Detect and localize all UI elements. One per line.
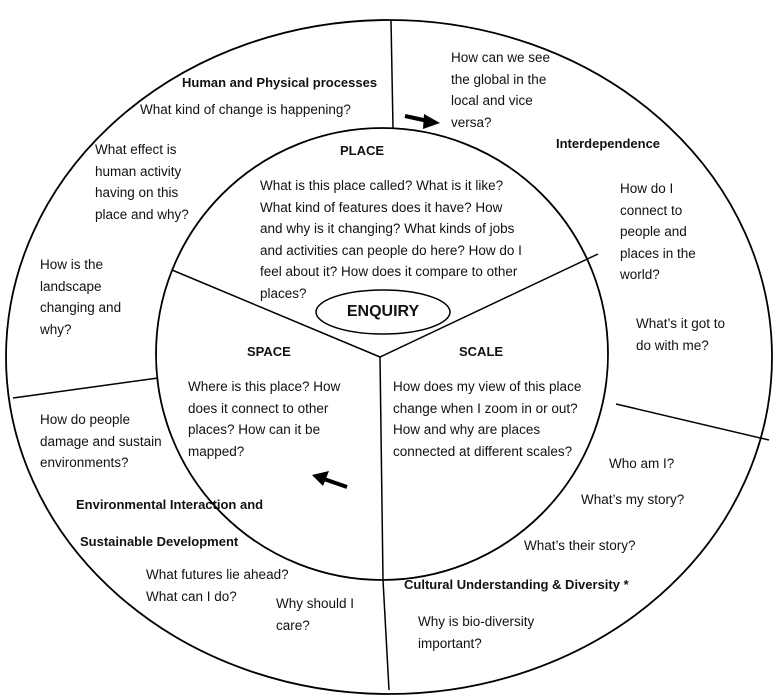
place-title: PLACE: [340, 143, 385, 158]
environmental-q3: Why should I care?: [276, 596, 355, 633]
divider-right-outer: [615, 403, 770, 441]
human-physical-title: Human and Physical processes: [182, 75, 378, 90]
arrow-left-icon: [312, 471, 348, 489]
scale-title: SCALE: [459, 344, 504, 359]
divider-left-outer: [12, 377, 159, 399]
interdependence-q1: How can we see the global in the local a…: [451, 50, 551, 130]
arrow-right-icon: [404, 114, 440, 129]
interdependence-q3: What’s it got to do with me?: [636, 316, 726, 353]
divider-bottom-outer: [382, 579, 390, 691]
interdependence-q2: How do I connect to people and places in…: [620, 181, 696, 282]
environmental-title-line2: Sustainable Development: [80, 534, 239, 549]
enquiry-oval: [315, 289, 451, 335]
scale-questions: How does my view of this place change wh…: [393, 379, 582, 459]
divider-inner-bottom: [379, 356, 384, 581]
space-title: SPACE: [247, 344, 291, 359]
place-questions: What is this place called? What is it li…: [260, 178, 522, 301]
inner-circle: [155, 127, 609, 581]
divider-top-outer: [390, 19, 394, 129]
human-physical-q2: What effect is human activity having on …: [95, 142, 189, 222]
human-physical-q1: What kind of change is happening?: [140, 102, 351, 117]
cultural-q2: What’s my story?: [581, 492, 685, 507]
divider-inner-right: [379, 253, 599, 358]
interdependence-title: Interdependence: [556, 136, 661, 151]
cultural-q1: Who am I?: [609, 456, 675, 471]
human-physical-q3: How is the landscape changing and why?: [40, 257, 122, 337]
cultural-title: Cultural Understanding & Diversity *: [404, 577, 629, 592]
divider-inner-left: [171, 269, 381, 358]
outer-circle: [5, 19, 773, 695]
environmental-q2: What futures lie ahead? What can I do?: [146, 567, 289, 604]
space-questions: Where is this place? How does it connect…: [188, 379, 341, 459]
cultural-q4: Why is bio-diversity important?: [418, 614, 535, 651]
enquiry-label: ENQUIRY: [346, 303, 420, 320]
environmental-q1: How do people damage and sustain environ…: [40, 412, 162, 470]
cultural-q3: What’s their story?: [524, 538, 636, 553]
environmental-title-line1: Environmental Interaction and: [76, 497, 264, 512]
